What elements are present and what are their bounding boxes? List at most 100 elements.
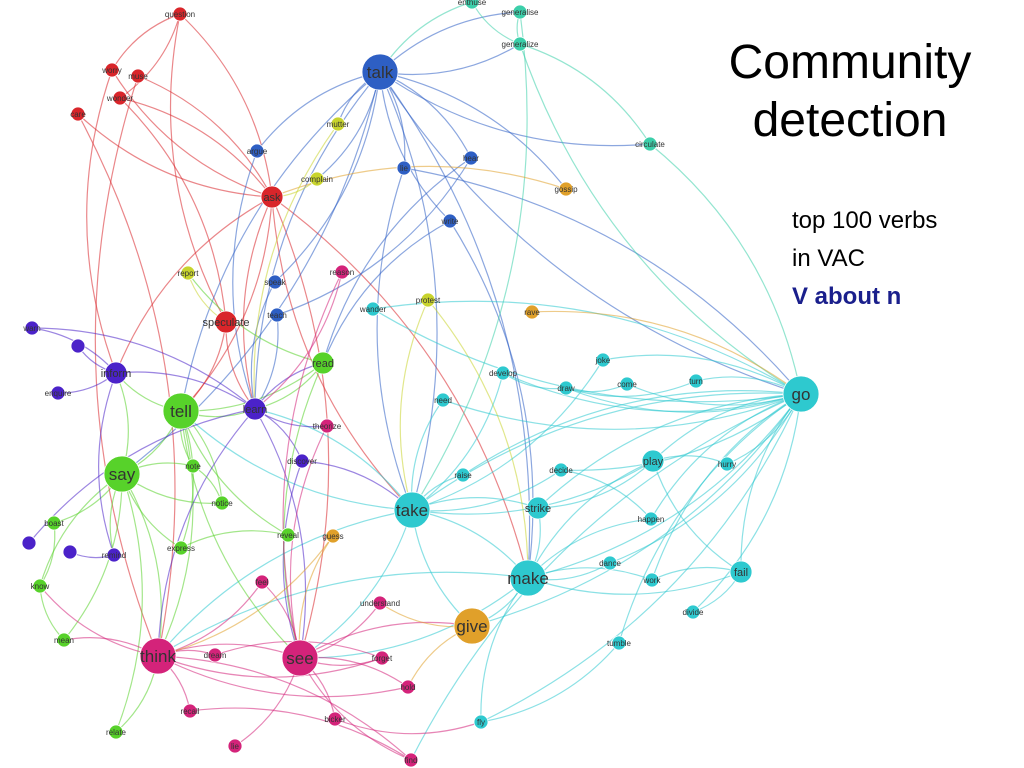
edge-go-joke xyxy=(602,354,802,395)
node-note: note xyxy=(185,458,201,474)
node-circle-joke xyxy=(595,352,611,368)
node-circle-learn xyxy=(243,397,267,421)
node-strike: strike xyxy=(525,496,551,520)
node-guess: guess xyxy=(322,528,344,544)
node-circle-mutter xyxy=(330,116,346,132)
edge-reason-see xyxy=(282,271,343,659)
node-question: question xyxy=(165,6,195,22)
node-circle-turn xyxy=(688,373,704,389)
node-tell: tell xyxy=(162,392,200,430)
node-dot2 xyxy=(21,535,37,551)
node-label-discover: discover xyxy=(287,457,317,466)
node-make: make xyxy=(507,559,549,597)
node-label-forget: forget xyxy=(372,654,393,663)
node-label-learn: learn xyxy=(243,404,267,416)
node-circle-enquire xyxy=(50,385,66,401)
edge-talk-go xyxy=(379,71,802,395)
node-label-express: express xyxy=(167,544,195,553)
edge-joke-take xyxy=(411,359,604,511)
node-label-complain: complain xyxy=(301,175,333,184)
edge-guess-see xyxy=(298,535,334,659)
node-theorize: theorize xyxy=(313,418,342,434)
edge-talk-write xyxy=(379,71,451,222)
node-circle-dream xyxy=(207,647,223,663)
network-nodes: questionenthusegeneralisegeneralizetalkw… xyxy=(21,0,820,768)
edge-go-happen xyxy=(650,393,802,520)
edge-tell-reveal xyxy=(180,410,289,536)
edge-generalize-circulate xyxy=(519,43,651,145)
node-label-enquire: enquire xyxy=(45,389,72,398)
node-argue: argue xyxy=(247,143,268,159)
node-circle-take xyxy=(393,491,431,529)
edge-speak-learn xyxy=(250,281,276,410)
edge-see-give xyxy=(299,621,473,659)
edge-inform-learn xyxy=(115,371,256,410)
node-label-see: see xyxy=(286,649,313,668)
node-circle-happen xyxy=(643,511,659,527)
node-label-mean: mean xyxy=(54,636,74,645)
node-circle-dot3 xyxy=(62,544,78,560)
edge-learn-think xyxy=(157,408,256,657)
node-circle-guess xyxy=(325,528,341,544)
node-teach: teach xyxy=(267,307,287,323)
node-label-play: play xyxy=(643,456,664,468)
node-express: express xyxy=(167,540,195,556)
node-circle-decide xyxy=(553,462,569,478)
edge-develop-take xyxy=(411,372,504,511)
node-label-tell: tell xyxy=(170,402,192,421)
edge-read-report xyxy=(187,272,324,364)
node-label-develop: develop xyxy=(489,369,518,378)
node-circle-go xyxy=(782,375,820,413)
node-circle-speak xyxy=(267,274,283,290)
node-remind: remind xyxy=(102,547,126,563)
node-circle-know xyxy=(32,578,48,594)
node-bicker: bicker xyxy=(324,711,346,727)
node-joke: joke xyxy=(595,352,611,368)
node-talk: talk xyxy=(361,53,399,91)
node-label-speculate: speculate xyxy=(202,317,249,329)
node-label-note: note xyxy=(185,462,201,471)
node-circle-wonder xyxy=(112,90,128,106)
node-boast: boast xyxy=(44,515,65,531)
node-circle-make xyxy=(509,559,547,597)
edge-tell-see xyxy=(180,410,301,659)
node-rave: rave xyxy=(524,304,540,320)
node-circle-dot1 xyxy=(70,338,86,354)
node-circle-enthuse xyxy=(464,0,480,10)
edge-protest-make xyxy=(427,299,529,579)
edge-say-think xyxy=(121,473,162,657)
node-label-feel: feel xyxy=(256,578,269,587)
node-circle-notice xyxy=(214,495,230,511)
node-label-come: come xyxy=(617,380,637,389)
node-label-make: make xyxy=(507,569,549,588)
node-lie: lie xyxy=(396,160,412,176)
node-label-go: go xyxy=(792,385,811,404)
node-know: know xyxy=(31,578,50,594)
node-circle-speculate xyxy=(214,310,238,334)
edge-mutter-learn xyxy=(253,123,339,410)
node-recall: recall xyxy=(180,703,200,719)
edge-take-give xyxy=(411,509,473,627)
edge-make-fly xyxy=(480,577,529,723)
node-circle-ask xyxy=(260,185,284,209)
edge-talk-generalize xyxy=(379,43,521,76)
node-circle-protest xyxy=(420,292,436,308)
node-circle-reveal xyxy=(280,527,296,543)
edge-go-tumble xyxy=(618,393,802,644)
edge-muse-ask xyxy=(137,75,273,198)
node-label-circulate: circulate xyxy=(635,140,665,149)
node-circle-relate xyxy=(108,724,124,740)
node-label-work: work xyxy=(643,576,662,585)
edge-play-fail xyxy=(652,460,742,573)
node-circle-circulate xyxy=(642,136,658,152)
node-label-say: say xyxy=(109,465,136,484)
node-mutter: mutter xyxy=(327,116,350,132)
edge-think-hold xyxy=(157,655,409,698)
node-circle-question xyxy=(172,6,188,22)
node-inform: inform xyxy=(101,361,131,385)
node-circle-dot2 xyxy=(21,535,37,551)
edge-worry-ask xyxy=(111,69,273,198)
node-complain: complain xyxy=(301,171,333,187)
node-find: find xyxy=(403,752,419,768)
